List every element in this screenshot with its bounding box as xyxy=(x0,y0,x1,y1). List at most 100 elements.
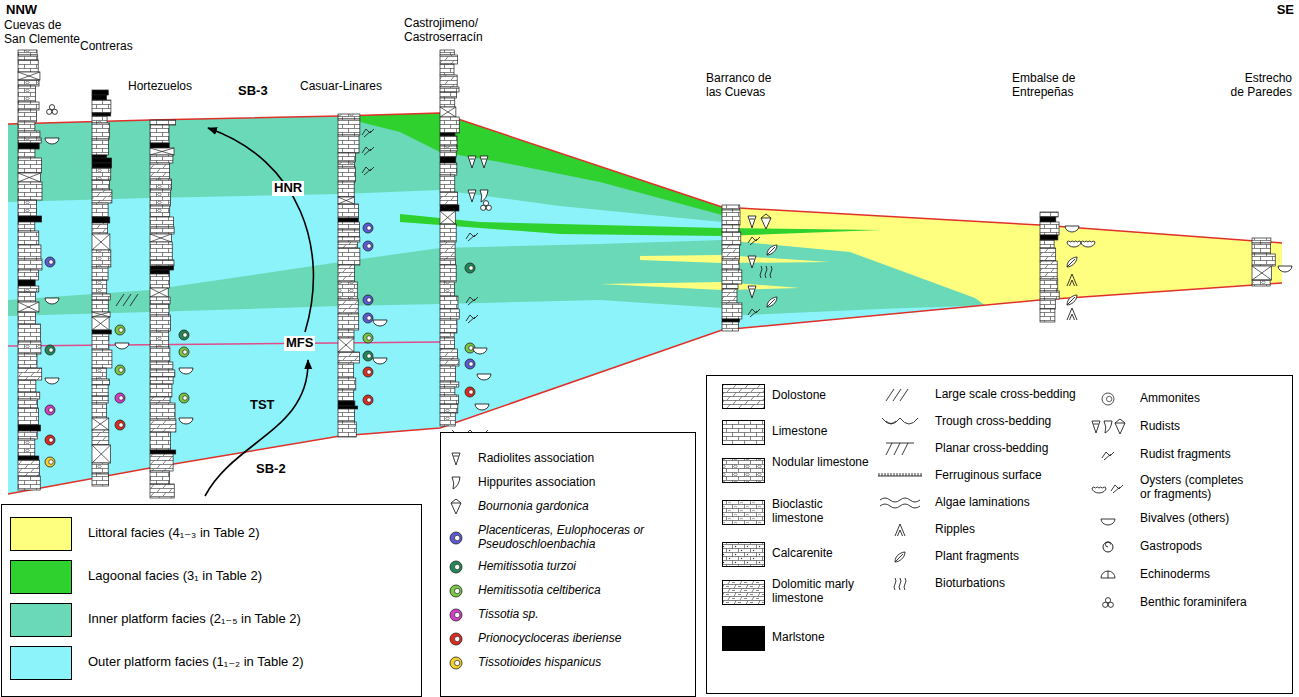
limestone-bed xyxy=(1040,279,1058,291)
lagoonal-facies xyxy=(360,113,722,215)
rudist-fragment-symbol xyxy=(466,297,478,305)
foraminifera-symbol xyxy=(483,201,488,206)
limestone-bed xyxy=(338,222,360,230)
marlstone-bed xyxy=(92,158,112,163)
ammonite-coil xyxy=(49,438,54,443)
facies-swatch xyxy=(10,517,72,551)
dolostone-bed xyxy=(1040,261,1057,279)
ammonite-symbol xyxy=(45,405,55,415)
marlstone-bed xyxy=(92,113,111,116)
flooding-surface-label: MFS xyxy=(284,336,315,351)
covered-cross xyxy=(338,338,354,352)
nodular-limestone-bed xyxy=(92,250,111,267)
limestone-bed xyxy=(92,334,109,350)
limestone-bed xyxy=(440,50,454,55)
bivalve-symbol xyxy=(179,418,193,424)
limestone-bed xyxy=(440,319,457,333)
covered-interval xyxy=(92,312,110,317)
covered-interval xyxy=(18,173,41,182)
inner-platform-facies xyxy=(8,113,722,222)
stratigraphic-log xyxy=(1252,238,1275,286)
legend-frame xyxy=(707,376,1293,694)
structure-legend-text: Algae laminations xyxy=(935,496,1030,510)
ammonite-coil xyxy=(49,260,54,265)
limestone-bed xyxy=(92,203,108,217)
limestone-bed xyxy=(18,110,36,122)
rudist-symbol xyxy=(748,216,756,228)
ammonite-symbol xyxy=(363,395,373,405)
marlstone-bed xyxy=(150,450,176,454)
littoral-facies xyxy=(600,282,800,290)
bournonia-cap xyxy=(451,499,461,503)
fossil-symbol-legend-text: Rudists xyxy=(1140,420,1252,434)
ammonite-coil xyxy=(367,336,372,341)
covered-interval xyxy=(338,338,354,352)
covered-interval xyxy=(150,234,171,242)
limestone-bed xyxy=(18,354,37,368)
limestone-bed xyxy=(150,120,176,125)
covered-cross xyxy=(440,107,456,117)
ammonite-symbol xyxy=(450,657,462,669)
ammonite-coil xyxy=(469,362,474,367)
ammonite-coil xyxy=(119,368,124,373)
dolostone-bed xyxy=(440,242,455,259)
covered-cross xyxy=(150,148,174,155)
ammonite-coil xyxy=(367,226,372,231)
covered-cross xyxy=(92,418,109,430)
covered-cross xyxy=(1252,266,1272,280)
ammonite-coil xyxy=(367,354,372,359)
fossil-legend-text: Bournonia gardonica xyxy=(478,500,690,514)
limestone-bed xyxy=(1040,291,1059,299)
ammonite-symbol xyxy=(45,257,55,267)
cross-bedding-symbol xyxy=(886,389,908,401)
stratigraphic-log xyxy=(92,90,112,486)
ammonite-coil xyxy=(455,636,460,641)
nodular-limestone-bed xyxy=(150,190,171,206)
ripple-symbol xyxy=(1067,274,1077,286)
fossil-symbol-legend-text: Echinoderms xyxy=(1140,568,1252,582)
section-name: Casuar-Linares xyxy=(300,80,382,94)
fossil-symbol-legend-text: Bivalves (others) xyxy=(1140,512,1252,526)
limestone-bed xyxy=(1040,299,1055,309)
limestone-bed xyxy=(338,135,359,153)
lithology-sample xyxy=(723,627,765,651)
covered-interval xyxy=(150,148,174,155)
dolostone-bed xyxy=(150,454,173,471)
plant-vein xyxy=(767,299,775,307)
lithology-legend-text: Nodular limestone xyxy=(772,456,872,470)
maximum-flooding-line xyxy=(8,342,440,346)
cross-bedding-symbol xyxy=(116,294,138,306)
rudist-symbol xyxy=(1092,421,1100,433)
dolostone-bed xyxy=(150,419,176,432)
limestone-bed xyxy=(440,382,459,387)
rudist-line xyxy=(470,193,475,194)
planar-cross-bedding-symbol xyxy=(886,443,914,455)
ammonite-symbol xyxy=(179,330,189,340)
section-name: Castrojimeno/ Castroserracín xyxy=(404,17,496,45)
covered-interval xyxy=(92,317,109,330)
covered-cross xyxy=(18,302,39,312)
fossil-legend-text: Hemitissotia celtiberica xyxy=(478,584,690,598)
ammonite-symbol xyxy=(363,313,373,323)
nodular-limestone-bed xyxy=(338,114,360,119)
ammonite-coil xyxy=(455,660,460,665)
limestone-bed xyxy=(18,102,39,110)
transgression-arrow xyxy=(205,360,308,496)
section-name: Contreras xyxy=(80,40,133,54)
limestone-bed xyxy=(1252,254,1275,266)
limestone-bed xyxy=(92,100,111,113)
sequence-boundary-line xyxy=(8,113,1282,243)
limestone-bed xyxy=(18,259,42,270)
nodular-limestone-bed xyxy=(18,50,37,55)
ripple-symbol xyxy=(1067,308,1077,320)
lithology-sample xyxy=(723,501,765,525)
bioturbation-symbol xyxy=(760,266,772,278)
ammonite-coil xyxy=(183,396,188,401)
rudist-fragment-symbol xyxy=(466,233,478,241)
limestone-bed xyxy=(440,175,455,192)
oyster-symbol xyxy=(1067,241,1081,247)
covered-interval xyxy=(92,445,111,463)
structure-legend-text: Ferruginous surface xyxy=(935,469,1042,483)
marlstone-bed xyxy=(150,266,174,270)
